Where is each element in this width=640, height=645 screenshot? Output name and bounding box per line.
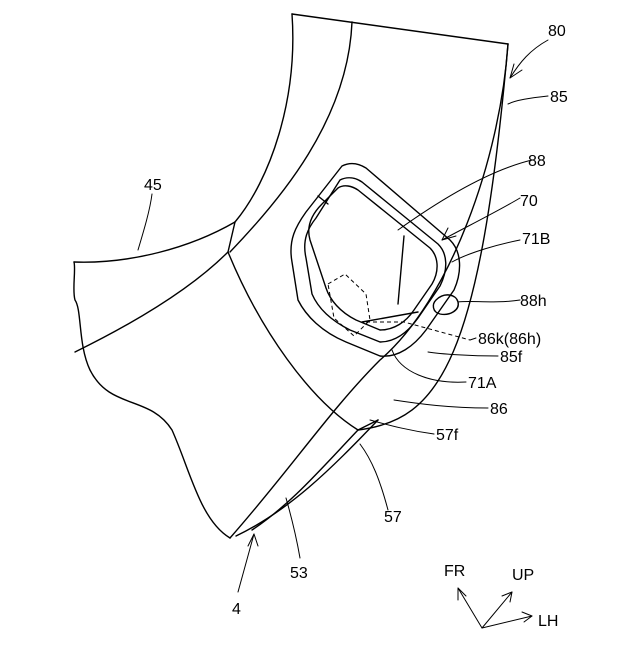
leader-57 — [360, 444, 388, 510]
panel-outline — [74, 14, 508, 538]
label-70: 70 — [520, 193, 538, 210]
seam-57f-inner — [252, 430, 358, 530]
up-arrow — [482, 592, 512, 628]
direction-indicator: FR UP LH — [444, 563, 558, 630]
leader-lines — [138, 40, 548, 592]
leader-80 — [510, 40, 548, 78]
leader-85 — [508, 96, 548, 104]
hole-88h — [433, 295, 458, 314]
label-71a: 71A — [468, 375, 497, 392]
leader-4 — [238, 534, 254, 592]
direction-up-label: UP — [512, 567, 534, 584]
label-53: 53 — [290, 565, 308, 582]
lower-frame-top-edge — [74, 222, 235, 262]
leader-45 — [138, 194, 152, 250]
label-86k: 86k(86h) — [478, 331, 541, 348]
label-45: 45 — [144, 177, 162, 194]
hook-base — [362, 312, 418, 322]
panel-left-edge — [74, 262, 230, 538]
leader-71B — [452, 240, 520, 262]
label-86: 86 — [490, 401, 508, 418]
direction-lh-label: LH — [538, 613, 558, 630]
seam-57f-outer — [358, 44, 508, 430]
label-85: 85 — [550, 89, 568, 106]
label-80: 80 — [548, 23, 566, 40]
lower-large-arc — [228, 252, 358, 430]
panel-inner-arc-2 — [230, 22, 352, 252]
leader-86 — [394, 400, 488, 408]
panel-top-edge — [292, 14, 508, 44]
label-57: 57 — [384, 509, 402, 526]
hook-line — [398, 236, 404, 304]
opening-assembly — [291, 164, 470, 357]
direction-fr-label: FR — [444, 563, 465, 580]
label-85f: 85f — [500, 349, 523, 366]
leader-4-arrowhead — [248, 534, 258, 546]
fr-arrow — [458, 588, 482, 628]
leader-86k — [470, 338, 476, 340]
seam-57-line — [236, 420, 378, 536]
label-57f: 57f — [436, 427, 459, 444]
hidden-connector — [366, 322, 470, 340]
leader-57f — [370, 420, 434, 434]
label-88: 88 — [528, 153, 546, 170]
frame-boundary-line — [75, 252, 228, 352]
label-88h: 88h — [520, 293, 547, 310]
leader-85f — [428, 352, 498, 356]
leader-53 — [286, 498, 300, 558]
inner-lid — [309, 186, 437, 330]
hidden-hexagon — [328, 274, 370, 336]
label-71b: 71B — [522, 231, 550, 248]
panel-right-edge — [230, 44, 508, 538]
leader-70 — [442, 198, 520, 240]
label-4: 4 — [232, 601, 241, 618]
panel-inner-arc-1 — [235, 14, 293, 222]
leader-88h — [458, 300, 520, 302]
leader-88 — [398, 160, 532, 230]
